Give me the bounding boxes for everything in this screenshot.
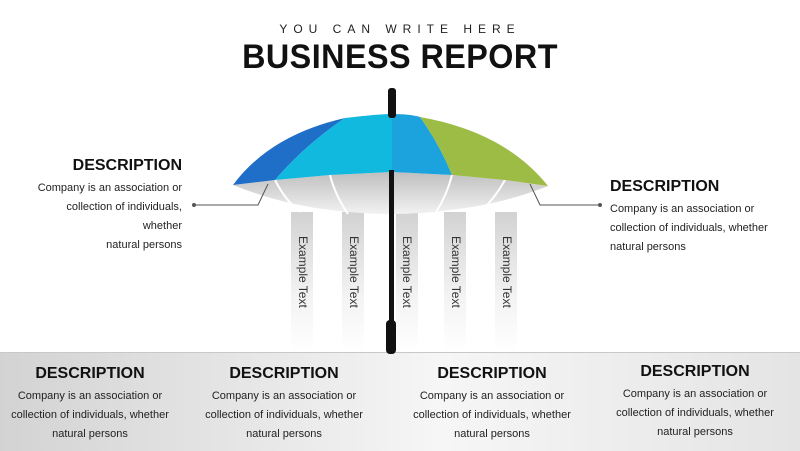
canopy-segment-cyan: [275, 114, 392, 180]
description-heading: DESCRIPTION: [640, 363, 750, 380]
description-text: collection of individuals, whether: [11, 409, 169, 421]
description-text: natural persons: [610, 241, 686, 253]
description-text: Company is an association or: [211, 390, 357, 402]
bottom-panel: [0, 352, 800, 451]
light-stream-1: [291, 212, 313, 352]
description-text: Company is an association or: [419, 390, 565, 402]
description-text: natural persons: [246, 428, 322, 440]
umbrella-underside-rib: [329, 174, 349, 215]
description-heading: DESCRIPTION: [72, 157, 182, 174]
light-stream-4: [444, 212, 466, 352]
page-title: BUSINESS REPORT: [242, 38, 558, 76]
description-text: Company is an association or: [610, 203, 755, 215]
canopy-segment-light-blue: [392, 114, 452, 175]
description-heading: DESCRIPTION: [229, 365, 339, 382]
description-right: DESCRIPTION Company is an association or…: [610, 177, 780, 257]
stream-label: Example Text: [400, 236, 414, 308]
description-text: collection of individuals, whether: [205, 409, 363, 421]
description-text: natural persons: [106, 239, 182, 251]
bottom-description-1: DESCRIPTION Company is an association or…: [0, 364, 180, 444]
description-text: natural persons: [454, 428, 530, 440]
stream-label: Example Text: [296, 236, 310, 308]
description-text: collection of individuals, whether: [66, 201, 182, 232]
description-heading: DESCRIPTION: [610, 178, 720, 195]
stream-label: Example Text: [500, 236, 514, 308]
stream-label: Example Text: [449, 236, 463, 308]
bottom-description-3: DESCRIPTION Company is an association or…: [402, 364, 582, 444]
page-subtitle: YOU CAN WRITE HERE: [279, 22, 521, 36]
canopy-segment-dark-blue: [233, 118, 345, 185]
description-text: natural persons: [52, 428, 128, 440]
description-heading: DESCRIPTION: [35, 365, 145, 382]
umbrella-underside-rib: [435, 174, 453, 213]
umbrella-handle: [386, 320, 396, 354]
description-left: DESCRIPTION Company is an association or…: [30, 156, 182, 255]
connector-right-dot: [598, 203, 602, 207]
umbrella-underside-rib: [274, 179, 301, 213]
light-stream-3: [396, 212, 418, 352]
stream-label: Example Text: [347, 236, 361, 308]
connector-left: [194, 183, 269, 206]
canopy-segment-green: [420, 117, 548, 186]
description-text: Company is an association or: [17, 390, 163, 402]
description-text: Company is an association or: [622, 388, 768, 400]
light-stream-5: [495, 212, 517, 352]
bottom-description-4: DESCRIPTION Company is an association or…: [605, 362, 785, 442]
description-text: collection of individuals, whether: [610, 222, 768, 234]
description-text: natural persons: [657, 426, 733, 438]
umbrella-underside-rib: [481, 179, 506, 211]
description-heading: DESCRIPTION: [437, 365, 547, 382]
light-stream-2: [342, 212, 364, 352]
description-text: Company is an association or: [37, 182, 182, 194]
connector-right: [529, 183, 600, 206]
description-text: collection of individuals, whether: [616, 407, 774, 419]
bottom-description-2: DESCRIPTION Company is an association or…: [194, 364, 374, 444]
description-text: collection of individuals, whether: [413, 409, 571, 421]
umbrella-shaft: [389, 170, 394, 330]
connector-left-dot: [192, 203, 196, 207]
umbrella-tip: [388, 88, 396, 118]
